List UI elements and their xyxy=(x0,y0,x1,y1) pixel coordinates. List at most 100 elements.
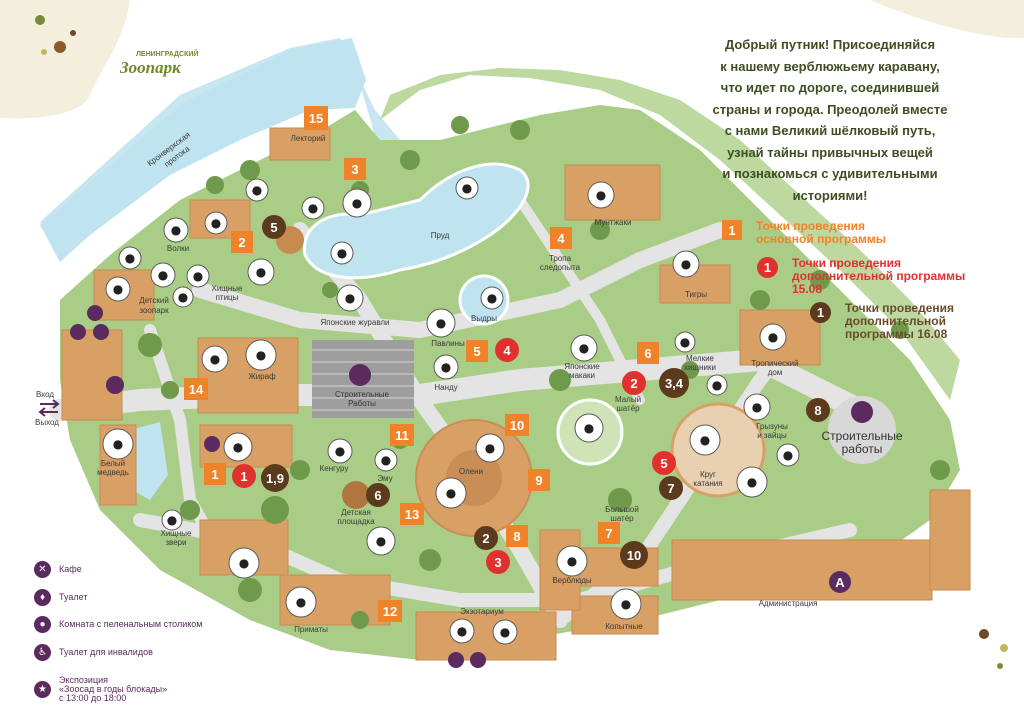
label-construction2: Строительные xyxy=(821,429,902,443)
svg-text:2: 2 xyxy=(630,376,637,391)
toilet-icon-2 xyxy=(448,652,464,668)
label-rodents: Грызуны xyxy=(756,422,788,431)
svg-text:медведь: медведь xyxy=(97,468,129,477)
label-playground: Детская xyxy=(341,508,371,517)
rabbit-icon xyxy=(776,443,800,467)
svg-text:●: ● xyxy=(296,595,306,609)
svg-text:3,4: 3,4 xyxy=(665,376,684,391)
wheelchair-icon xyxy=(70,324,86,340)
label-cranes: Японские журавли xyxy=(320,318,389,327)
svg-text:●: ● xyxy=(621,597,631,611)
svg-text:●: ● xyxy=(596,188,606,202)
construction-area-2 xyxy=(828,396,896,464)
svg-text:2: 2 xyxy=(482,531,489,546)
goose-icon xyxy=(455,176,479,200)
svg-text:5: 5 xyxy=(270,220,277,235)
label-entrance: Вход xyxy=(36,390,54,399)
svg-text:●: ● xyxy=(783,448,793,462)
label-trail: Тропа xyxy=(549,254,572,263)
decor-dot xyxy=(979,629,989,639)
intro-text: Добрый путник! Присоединяйся к нашему ве… xyxy=(712,37,948,203)
peacock-icon xyxy=(426,308,456,338)
cat-icon xyxy=(223,432,253,462)
svg-text:●: ● xyxy=(485,441,495,455)
svg-text:9: 9 xyxy=(535,473,542,488)
svg-text:●: ● xyxy=(178,290,188,304)
svg-text:шатёр: шатёр xyxy=(610,514,634,523)
svg-text:●: ● xyxy=(446,486,456,500)
svg-text:10: 10 xyxy=(627,548,641,563)
svg-text:14: 14 xyxy=(189,382,204,397)
brown-markers: 5 3,4 1,9 6 7 8 2 10 xyxy=(261,215,830,569)
svg-text:●: ● xyxy=(768,330,778,344)
polar-bear-pool xyxy=(130,422,168,500)
svg-text:●: ● xyxy=(239,556,249,570)
svg-text:площадка: площадка xyxy=(337,517,375,526)
svg-text:●: ● xyxy=(256,348,266,362)
baby-room-icon xyxy=(93,324,109,340)
label-nandu: Нанду xyxy=(434,383,457,392)
svg-text:●: ● xyxy=(436,316,446,330)
label-hoofed: Копытные xyxy=(605,622,643,631)
wolf-icon xyxy=(163,217,189,243)
pelican-icon xyxy=(342,188,372,218)
svg-text:птицы: птицы xyxy=(216,293,239,302)
label-lectory: Лекторий xyxy=(291,134,326,143)
label-predators: Хищные xyxy=(160,529,192,538)
label-exotarium: Экзотариум xyxy=(460,607,504,616)
construction-icon-2 xyxy=(851,401,873,423)
main-markers: 15 3 2 4 5 6 14 11 10 9 1 13 8 7 12 xyxy=(184,106,659,622)
svg-text:●: ● xyxy=(337,246,347,260)
duck-icon xyxy=(330,241,354,265)
svg-text:11: 11 xyxy=(395,428,409,443)
svg-text:хищники: хищники xyxy=(684,363,716,372)
svg-text:4: 4 xyxy=(557,231,565,246)
label-tigers: Тигры xyxy=(685,290,707,299)
label-primates: Приматы xyxy=(294,625,328,634)
svg-text:●: ● xyxy=(193,269,203,283)
crocodile-icon xyxy=(492,619,518,645)
label-circle: Круг xyxy=(700,470,716,479)
place-labels: Лекторий Волки Хищные птицы Пруд Тропа с… xyxy=(35,134,903,634)
legend-main-program: 1 Точки проведения основной программы xyxy=(722,220,886,246)
label-birds: Хищные xyxy=(211,284,243,293)
label-wolves: Волки xyxy=(167,244,189,253)
dino-icon xyxy=(736,466,768,498)
otter-icon xyxy=(480,286,504,310)
decor-dot xyxy=(70,30,76,36)
rat-icon xyxy=(201,345,229,373)
label-muntjac: Мунтжаки xyxy=(595,218,632,227)
svg-text:●: ● xyxy=(308,201,318,215)
small-predator-icon xyxy=(674,331,696,353)
deer-icon xyxy=(475,433,505,463)
label-deer: Олени xyxy=(459,467,483,476)
badger-icon xyxy=(172,286,194,308)
bear-icon xyxy=(102,428,134,460)
goat-icon xyxy=(105,276,131,302)
svg-text:работы: работы xyxy=(842,442,883,456)
tiger-icon xyxy=(672,250,700,278)
label-polar: Белый xyxy=(101,459,125,468)
river-main xyxy=(40,38,366,262)
svg-text:5: 5 xyxy=(660,456,667,471)
emu-icon xyxy=(374,448,398,472)
star-icon xyxy=(204,436,220,452)
svg-text:●: ● xyxy=(747,475,757,489)
moose-icon xyxy=(435,477,467,509)
meerkat-icon xyxy=(706,374,728,396)
meerkat2-icon xyxy=(161,509,183,531)
label-predators-small: Мелкие xyxy=(686,354,715,363)
svg-text:●: ● xyxy=(352,196,362,210)
svg-text:●: ● xyxy=(233,440,243,454)
svg-text:●: ● xyxy=(113,437,123,451)
label-big-tent: Большой xyxy=(605,505,639,514)
shop-icon xyxy=(106,376,124,394)
animal-glyphs: ●●● ●●● ●●● ●●● ●●● ●●● ●●● ●●● ●●● ●●● … xyxy=(113,181,793,639)
svg-text:●: ● xyxy=(376,534,386,548)
baby-room-icon: ● xyxy=(34,616,51,633)
svg-text:и зайцы: и зайцы xyxy=(757,431,787,440)
admin-marker xyxy=(829,571,851,593)
legend-red-marker: 1 xyxy=(757,257,778,278)
leopard-icon xyxy=(228,547,260,579)
label-giraffe: Жираф xyxy=(248,372,276,381)
